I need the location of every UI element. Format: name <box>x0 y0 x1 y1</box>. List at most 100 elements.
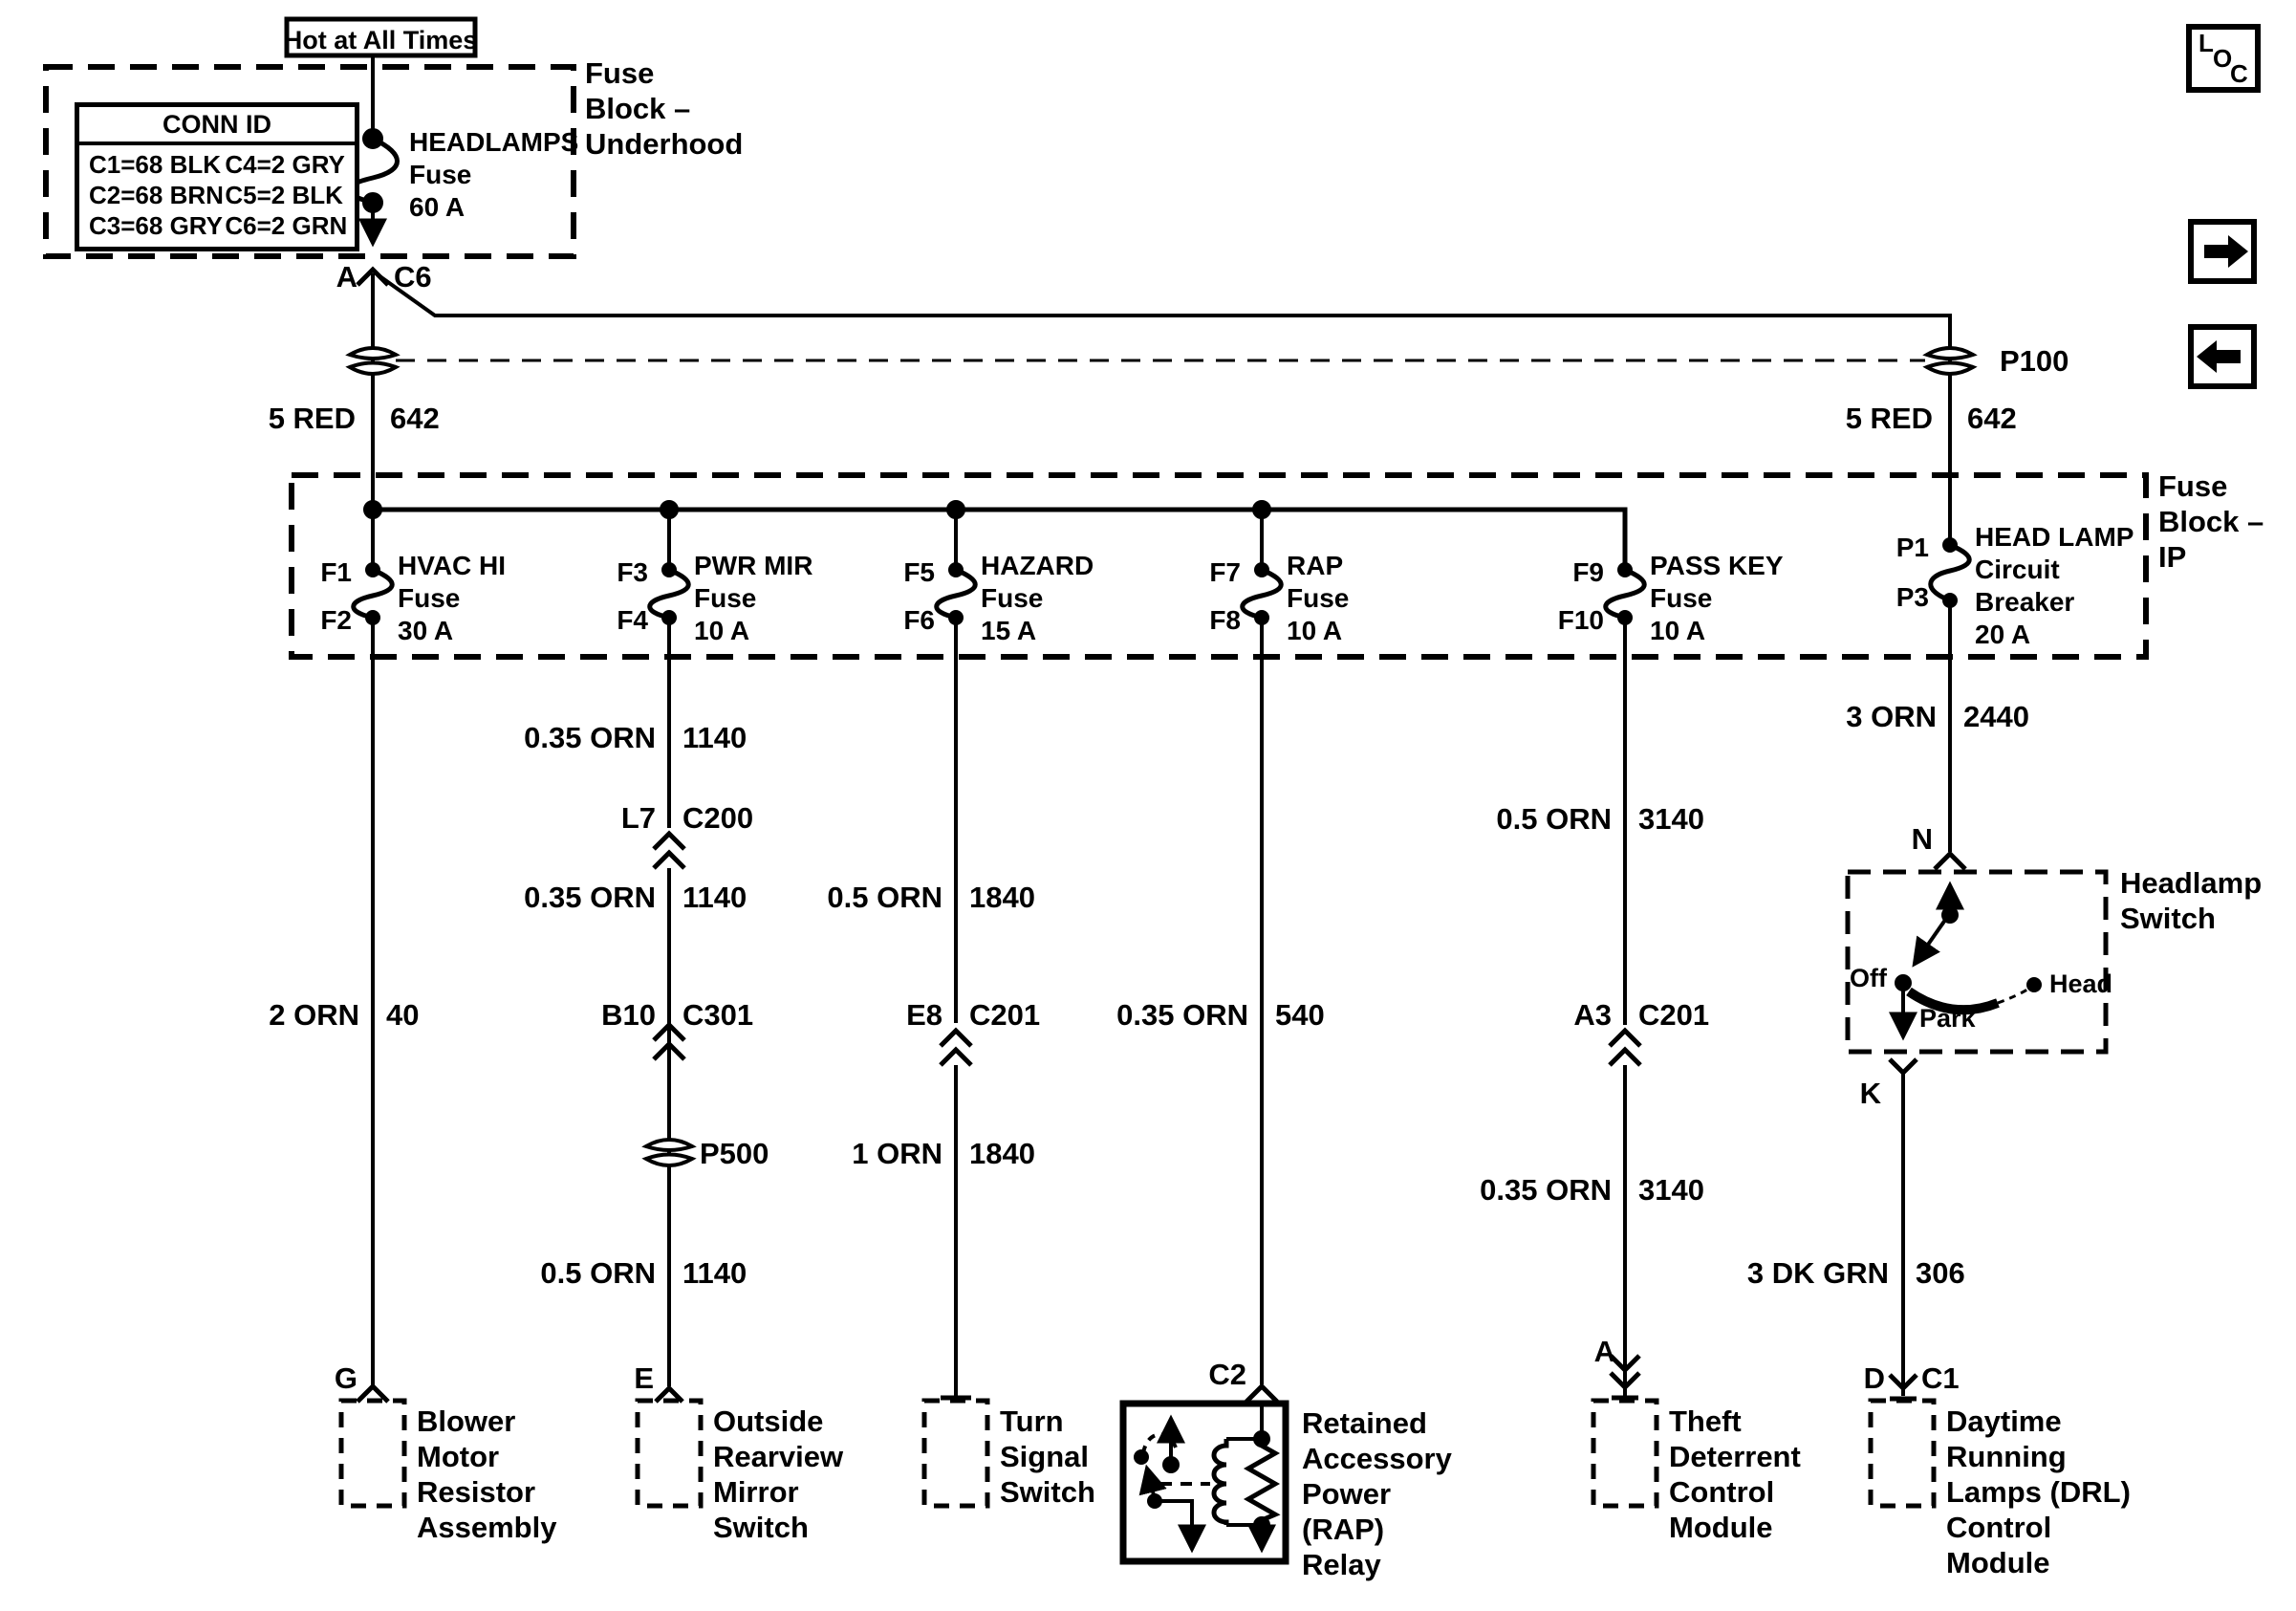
underhood-block-title: Fuse Block – Underhood <box>585 56 744 161</box>
switch-pin-k: K <box>1859 1077 1881 1110</box>
loc-letter: L <box>2199 29 2214 57</box>
wire-name: 0.5 ORN <box>827 881 942 914</box>
mirror-label: Outside Rearview Mirror Switch <box>713 1404 844 1544</box>
fuse-pin: F8 <box>1209 605 1241 635</box>
ip-bus-bar <box>373 507 1628 570</box>
fuse-terminal-dots <box>365 537 1958 625</box>
c200-connector-icon <box>652 830 686 851</box>
fuse-pin: F5 <box>903 557 935 587</box>
wire-name: 2 ORN <box>269 998 359 1032</box>
wire-name: 0.5 ORN <box>1496 802 1612 836</box>
blower-module-box <box>338 1398 407 1509</box>
relay-resistor-symbol <box>1243 1439 1281 1525</box>
switch-pin-n: N <box>1911 822 1933 856</box>
conn-id-header: CONN ID <box>79 107 355 145</box>
fuse-pin: F6 <box>903 605 935 635</box>
grommet-p500-icon <box>641 1138 697 1167</box>
wire-circuit: 1140 <box>682 1256 747 1290</box>
drl-terminal-connector-icon <box>1888 1373 1918 1392</box>
fuse-label: RAP Fuse 10 A <box>1287 551 1350 645</box>
wire-branch-to-p100 <box>377 273 1952 545</box>
fuse-pin: F7 <box>1209 557 1241 587</box>
blower-label: Blower Motor Resistor Assembly <box>417 1404 557 1544</box>
underhood-fuse-block-box <box>43 64 576 259</box>
conn-cell: C5=2 BLK <box>225 181 343 209</box>
turn-signal-label: Turn Signal Switch <box>1000 1404 1095 1509</box>
blower-pin: G <box>334 1361 357 1395</box>
wire-name: 3 ORN <box>1846 700 1937 733</box>
fuse-pin: F9 <box>1572 557 1604 587</box>
connector-pin: A3 <box>1573 998 1612 1032</box>
switch-pos-park[interactable]: Park <box>1919 1004 1976 1033</box>
wire-right-feed-circuit: 642 <box>1967 402 2017 435</box>
drl-module-box <box>1868 1398 1937 1509</box>
ip-fuse-symbols <box>351 542 1972 620</box>
headlamps-fuse-label: HEADLAMPS Fuse 60 A <box>409 127 579 222</box>
drl-pin-d: D <box>1863 1361 1885 1395</box>
connector-pin: E8 <box>906 998 942 1032</box>
loc-icon[interactable] <box>2186 24 2261 93</box>
power-source-label: Hot at All Times <box>283 26 478 54</box>
p100-label: P100 <box>2000 344 2069 378</box>
mirror-pin: E <box>634 1361 654 1395</box>
mirror-switch-box <box>635 1398 704 1509</box>
hot-at-all-times-box <box>284 16 478 58</box>
fuse-label: PWR MIR Fuse 10 A <box>694 551 813 645</box>
conn-cell: C3=68 GRY <box>89 211 223 240</box>
c301-connector-icon <box>652 1021 686 1042</box>
wire-name: 0.35 ORN <box>524 881 656 914</box>
switch-pos-head[interactable]: Head <box>2049 969 2113 998</box>
connector-name: C201 <box>969 998 1041 1032</box>
wire-circuit: 3140 <box>1638 1173 1704 1207</box>
grommet-p100-icon <box>1922 346 1978 376</box>
headlamp-circuit-breaker-symbol <box>1928 542 1972 603</box>
relay-coil-symbol <box>1211 1439 1229 1525</box>
switch-k-terminal-icon <box>1888 1057 1918 1077</box>
wire-name: 3 DK GRN <box>1746 1256 1889 1290</box>
connector-name: C301 <box>682 998 754 1032</box>
connector-name: C200 <box>682 801 754 835</box>
wire-circuit: 540 <box>1275 998 1325 1032</box>
conn-cell: C2=68 BRN <box>89 181 224 209</box>
wire-left-feed-name: 5 RED <box>268 402 356 435</box>
wire-circuit: 3140 <box>1638 802 1704 836</box>
wire-left-feed-circuit: 642 <box>390 402 440 435</box>
fuse-label: HAZARD Fuse 15 A <box>981 551 1094 645</box>
junction-a-pin: A <box>336 260 357 294</box>
theft-pin: A <box>1593 1335 1615 1368</box>
wire-circuit: 1840 <box>969 881 1035 914</box>
wire-circuit: 1840 <box>969 1137 1035 1170</box>
conn-cell: C1=68 BLK <box>89 150 221 179</box>
loc-letter: O <box>2213 44 2233 73</box>
rap-relay-internals <box>1134 1402 1281 1554</box>
connector-name: C201 <box>1638 998 1710 1032</box>
switch-pos-off[interactable]: Off <box>1850 964 1887 992</box>
conn-id-table: CONN ID C1=68 BLK C4=2 GRY C2=68 BRN C5=… <box>75 102 359 251</box>
theft-terminal-connector-icon <box>1609 1354 1641 1374</box>
back-arrow-icon[interactable] <box>2188 324 2257 389</box>
conn-cell: C4=2 GRY <box>225 150 345 179</box>
p500-label: P500 <box>700 1137 769 1170</box>
ip-block-title: Fuse Block – IP <box>2158 469 2264 574</box>
drl-pin-c1: C1 <box>1921 1361 1960 1395</box>
wire-circuit: 1140 <box>682 721 747 754</box>
wire-name: 0.35 ORN <box>524 721 656 754</box>
fuse-pin: F4 <box>617 605 648 635</box>
wire-circuit: 306 <box>1916 1256 1965 1290</box>
theft-label: Theft Deterrent Control Module <box>1669 1404 1801 1544</box>
forward-arrow-icon[interactable] <box>2188 219 2257 284</box>
fuse-label: PASS KEY Fuse 10 A <box>1650 551 1784 645</box>
fuse-label: HVAC HI Fuse 30 A <box>398 551 507 645</box>
breaker-pin: P3 <box>1895 582 1929 612</box>
ip-fuse-block-box <box>289 472 2149 660</box>
fuse-pin: F10 <box>1557 605 1604 635</box>
rap-relay-pin: C2 <box>1208 1358 1246 1391</box>
wire-name: 0.35 ORN <box>1480 1173 1612 1207</box>
breaker-label: HEAD LAMP Circuit Breaker 20 A <box>1975 522 2134 649</box>
connector-pin: L7 <box>620 801 656 835</box>
turn-signal-box <box>921 1398 990 1509</box>
wire-circuit: 1140 <box>682 881 747 914</box>
fuse-pin: F2 <box>320 605 352 635</box>
drl-label: Daytime Running Lamps (DRL) Control Modu… <box>1946 1404 2131 1579</box>
